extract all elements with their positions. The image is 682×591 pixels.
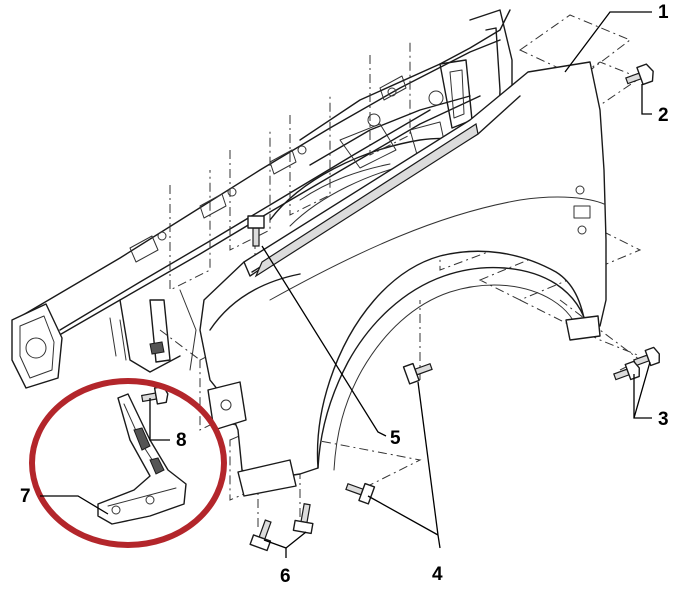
callout-5: 5	[390, 428, 401, 449]
callout-2: 2	[658, 105, 669, 126]
bolt-3b	[613, 360, 640, 381]
callout-7: 7	[20, 486, 31, 507]
callout-3: 3	[658, 409, 669, 430]
fender-bracket	[97, 393, 187, 525]
screw-5	[247, 215, 265, 247]
fender-panel	[199, 61, 607, 497]
body-frame-structure	[11, 9, 513, 389]
leader-lines	[40, 11, 652, 558]
callout-4: 4	[432, 564, 443, 585]
bolt-8	[140, 385, 169, 405]
callout-8: 8	[176, 430, 187, 451]
bolt-4b	[345, 482, 376, 505]
callout-labels: 1 2 3 4 5 6 7 8	[20, 2, 669, 587]
highlight-ring	[29, 378, 227, 548]
callout-1: 1	[658, 2, 669, 23]
bolt-2	[625, 63, 654, 86]
callout-6: 6	[280, 566, 291, 587]
bolt-6b	[292, 503, 314, 535]
bolt-6a	[249, 519, 272, 552]
bolt-4a	[402, 362, 433, 385]
